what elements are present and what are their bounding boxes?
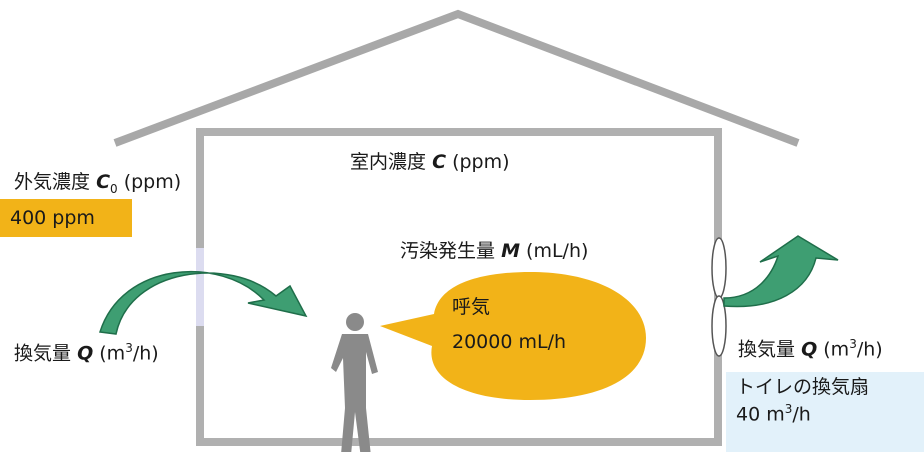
vent-out-unit-pre: (m xyxy=(823,338,850,361)
fan-icon xyxy=(711,237,727,357)
outdoor-concentration-symbol: C xyxy=(96,171,111,193)
outdoor-concentration-subscript: 0 xyxy=(110,181,118,196)
outdoor-value-box: 400 ppm xyxy=(0,199,132,237)
vent-out-unit-post: /h) xyxy=(856,338,883,361)
toilet-fan-value-sup: 3 xyxy=(784,401,793,416)
vent-in-unit-post: /h) xyxy=(132,342,159,365)
toilet-fan-label: トイレの換気扇 xyxy=(736,376,870,398)
outflow-arrow xyxy=(723,235,839,308)
outdoor-value: 400 ppm xyxy=(10,207,95,229)
room-concentration-unit: (ppm) xyxy=(452,151,510,173)
person-icon xyxy=(331,313,378,452)
breath-value: 20000 mL/h xyxy=(452,331,567,353)
toilet-fan-value: 40 m3/h xyxy=(736,401,924,428)
pollution-symbol: M xyxy=(501,240,520,262)
room-concentration-text: 室内濃度 xyxy=(350,151,427,173)
vent-out-text: 換気量 xyxy=(738,338,796,361)
room-concentration-label: 室内濃度 C (ppm) xyxy=(350,151,510,174)
vent-in-label: 換気量 Q (m3/h) xyxy=(14,341,159,365)
pollution-text: 汚染発生量 xyxy=(400,240,496,262)
toilet-fan-box: トイレの換気扇 40 m3/h xyxy=(726,372,924,452)
vent-out-label: 換気量 Q (m3/h) xyxy=(738,337,883,361)
outdoor-concentration-unit: (ppm) xyxy=(123,171,182,193)
vent-out-unit-sup: 3 xyxy=(849,337,857,351)
outdoor-concentration-text: 外気濃度 xyxy=(14,171,91,193)
vent-out-symbol: Q xyxy=(801,338,818,361)
toilet-fan-value-pre: 40 m xyxy=(736,402,785,425)
outdoor-concentration-label: 外気濃度 C0 (ppm) xyxy=(14,171,181,196)
vent-in-symbol: Q xyxy=(77,342,94,365)
vent-in-unit-sup: 3 xyxy=(125,341,133,355)
intake-opening xyxy=(196,248,204,326)
breath-label: 呼気 xyxy=(452,296,491,318)
speech-bubble xyxy=(380,272,646,400)
pollution-unit: (mL/h) xyxy=(526,240,589,262)
vent-in-text: 換気量 xyxy=(14,342,72,365)
inflow-arrow xyxy=(99,270,308,335)
toilet-fan-value-post: /h xyxy=(792,402,811,425)
roof xyxy=(113,9,800,147)
pollution-label: 汚染発生量 M (mL/h) xyxy=(400,240,588,263)
room-concentration-symbol: C xyxy=(432,151,447,173)
vent-in-unit-pre: (m xyxy=(99,342,126,365)
